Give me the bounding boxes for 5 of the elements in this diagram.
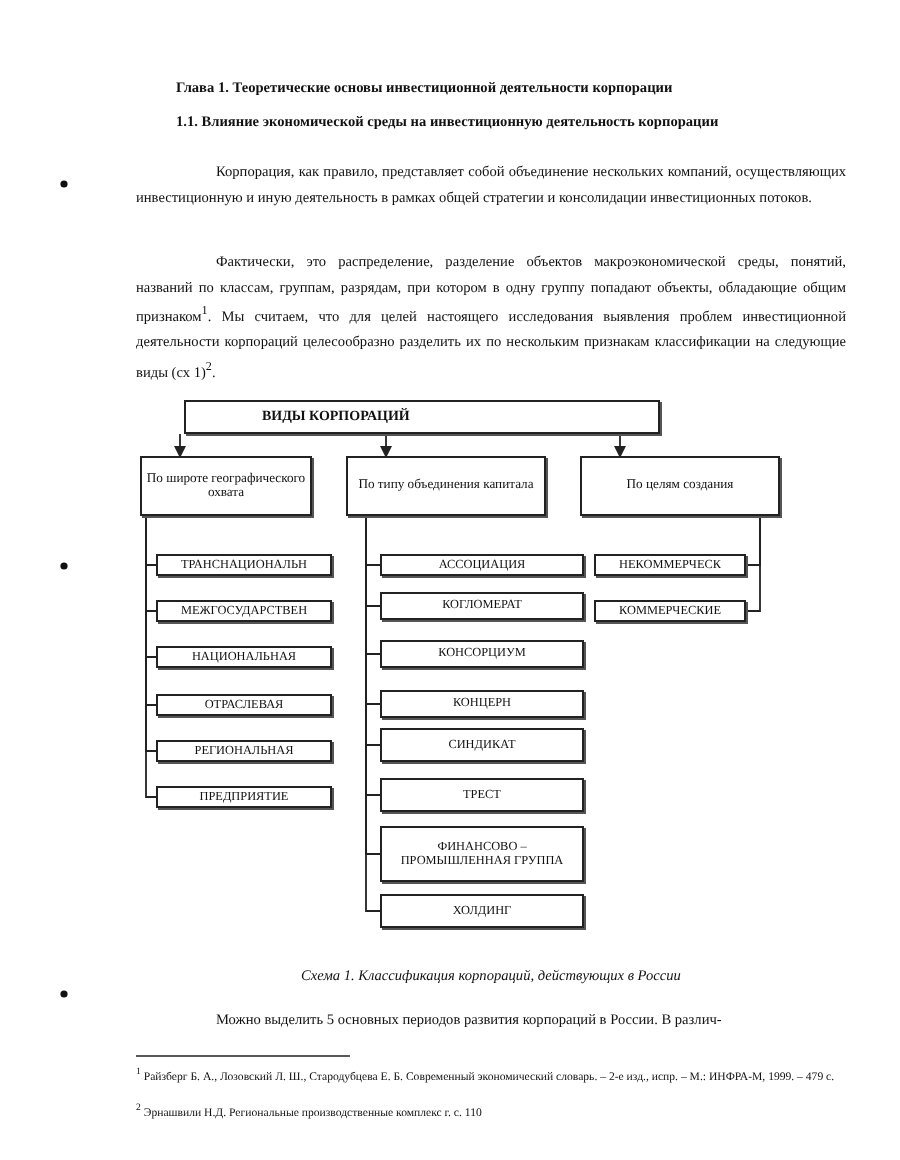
connector-line [745,515,761,612]
arrow [614,433,626,458]
connector-line [145,515,157,798]
arrow [174,433,186,458]
arrow [380,433,392,458]
